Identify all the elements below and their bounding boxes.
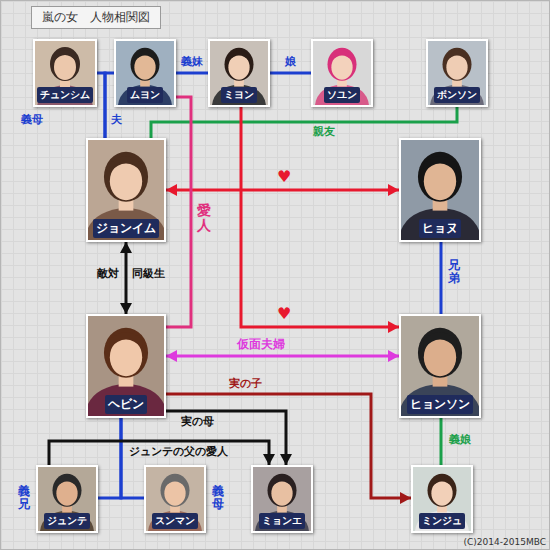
arrowhead (120, 242, 132, 253)
person-box: ミョンエ (251, 465, 313, 533)
name-band: ジョンイム (88, 217, 164, 238)
relation-connector (105, 73, 114, 138)
arrowhead (400, 492, 411, 504)
relation-label: 同級生 (132, 267, 165, 280)
arrowhead (166, 184, 177, 196)
relation-connector (151, 107, 457, 138)
connector-line (270, 72, 311, 75)
person-box: ジョンイム (86, 138, 166, 242)
person-name: ジュンテ (44, 513, 90, 529)
relation-label: ♥ (277, 167, 291, 186)
arrowhead (388, 350, 399, 362)
person-name: スンマン (152, 513, 198, 529)
person-name: ヒョンソン (407, 395, 473, 414)
relation-label: 義娘 (449, 433, 471, 446)
relation-label: 実の子 (229, 377, 262, 390)
person-box: ムヨン (114, 39, 176, 107)
relation-label: 愛人 (197, 203, 211, 234)
arrowhead (120, 303, 132, 314)
person-name: ヘビン (105, 395, 147, 414)
connector-line (105, 73, 114, 138)
relation-connector (98, 418, 121, 498)
connector-line (151, 107, 457, 138)
relation-label: 兄弟 (448, 259, 460, 285)
person-box: ミンジュ (411, 465, 473, 533)
relation-label: 夫 (111, 113, 122, 126)
person-name: チュンシム (37, 87, 93, 103)
person-box: ヘビン (86, 314, 166, 418)
name-band: ヒョンソン (401, 393, 479, 414)
connector-line (166, 355, 399, 358)
relation-label: 義兄 (18, 485, 30, 511)
person-name: ミヨン (221, 87, 257, 103)
connector-line (49, 441, 269, 465)
name-band: ミヨン (210, 83, 268, 103)
relation-connector (166, 350, 399, 362)
name-band: ミョンエ (253, 509, 311, 529)
relation-connector (176, 73, 208, 74)
person-name: ミンジュ (419, 513, 465, 529)
connector-line (166, 189, 399, 192)
person-box: ヒョンソン (399, 314, 481, 418)
person-name: ソユン (324, 87, 360, 103)
name-band: ソユン (313, 83, 371, 103)
connector-line (241, 107, 399, 327)
relation-label: 敵対 (97, 267, 119, 280)
relation-connector (166, 97, 191, 327)
connector-line (440, 242, 443, 314)
person-name: ボンソン (434, 87, 480, 103)
name-band: ボンソン (428, 83, 486, 103)
relation-connector (49, 441, 275, 465)
arrowhead (263, 454, 275, 465)
arrowhead (280, 454, 292, 465)
arrowhead (388, 321, 399, 333)
chart-title: 嵐の女 人物相関図 (31, 6, 161, 29)
relation-connector (441, 418, 442, 465)
name-band: ヘビン (88, 393, 164, 414)
name-band: ミンジュ (413, 509, 471, 529)
person-name: ムヨン (127, 87, 163, 103)
name-band: ヒョヌ (401, 217, 479, 238)
person-name: ミョンエ (259, 513, 305, 529)
person-box: ジュンテ (36, 465, 98, 533)
relation-label: 親友 (313, 125, 335, 138)
relation-label: ジュンテの父の愛人 (129, 445, 228, 458)
relation-label: 実の母 (181, 415, 214, 428)
name-band: チュンシム (35, 83, 95, 103)
person-name: ジョンイム (93, 219, 159, 238)
person-box: ボンソン (426, 39, 488, 107)
connector-line (98, 418, 121, 498)
relation-label: ♥ (277, 304, 291, 323)
connector-line (440, 418, 443, 465)
name-band: スンマン (146, 509, 204, 529)
relation-label: 義妹 (181, 55, 203, 68)
person-box: ソユン (311, 39, 373, 107)
relation-connector (120, 242, 132, 314)
relation-label: 仮面夫婦 (237, 337, 285, 351)
relation-connector (441, 242, 442, 314)
relation-label: 義母 (212, 485, 224, 511)
arrowhead (388, 184, 399, 196)
person-box: ヒョヌ (399, 138, 481, 242)
arrowhead (166, 350, 177, 362)
person-box: ミヨン (208, 39, 270, 107)
person-box: チュンシム (33, 39, 97, 107)
person-name: ヒョヌ (419, 219, 461, 238)
relation-label: 娘 (285, 55, 296, 68)
name-band: ムヨン (116, 83, 174, 103)
copyright-note: (C)2014-2015MBC (464, 537, 546, 547)
person-box: スンマン (144, 465, 206, 533)
name-band: ジュンテ (38, 509, 96, 529)
relation-connector (270, 73, 311, 74)
connector-line (166, 97, 191, 327)
connector-line (176, 72, 208, 75)
relation-connector (241, 107, 399, 333)
relation-label: 義母 (21, 113, 43, 126)
